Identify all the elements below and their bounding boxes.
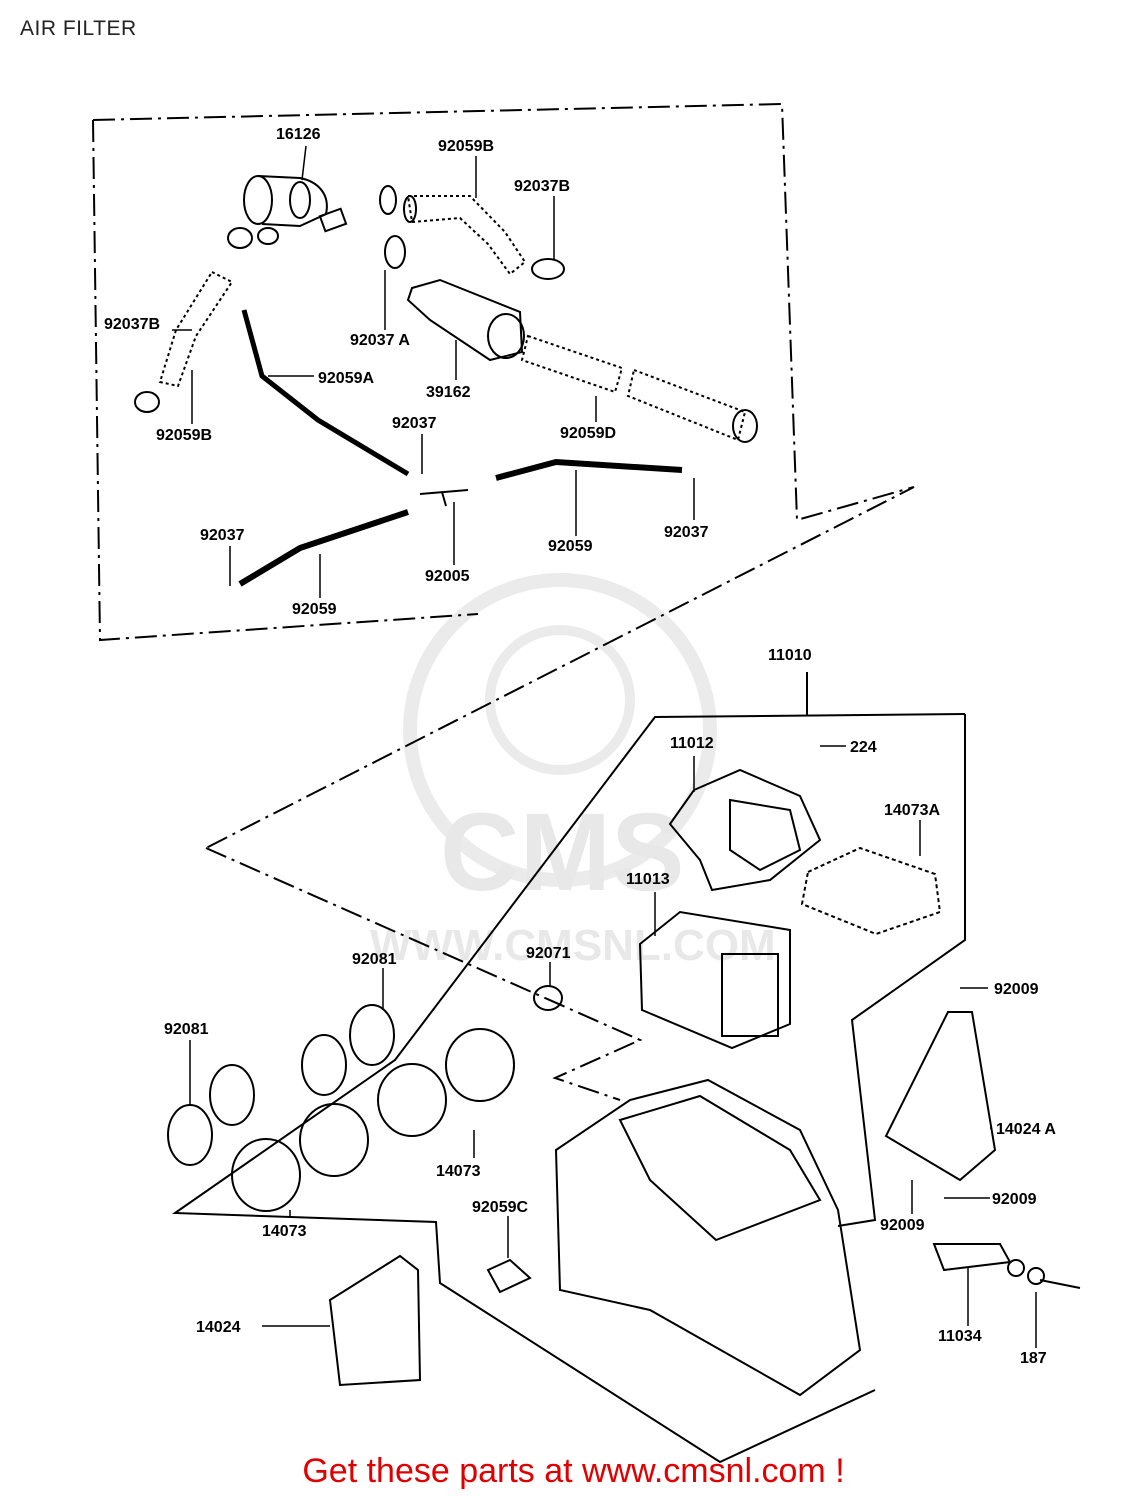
clamps (134, 185, 565, 413)
lower-group-frame (205, 847, 643, 1101)
ducts-14073 (231, 1028, 515, 1212)
label-92081-b: 92081 (164, 1021, 209, 1038)
label-92037B-top: 92037B (514, 178, 570, 195)
page-title: AIR FILTER (20, 17, 137, 40)
label-11013: 11013 (626, 871, 670, 888)
airbox-frame (837, 714, 966, 1227)
tube-92059-right (495, 458, 683, 481)
label-92081-a: 92081 (352, 951, 397, 968)
silencer-39162 (406, 278, 525, 362)
label-92037B-left: 92037B (104, 316, 160, 333)
label-92071: 92071 (526, 945, 571, 962)
label-16126: 16126 (276, 126, 321, 143)
label-92009-mid: 92009 (992, 1191, 1037, 1208)
filter-11013 (638, 910, 791, 1050)
upper-group-frame-left (92, 119, 479, 642)
label-92037-mid: 92037 (392, 415, 437, 432)
hose-92059B-top (403, 195, 527, 276)
label-92005: 92005 (425, 568, 470, 585)
cover-14024 (328, 1254, 422, 1387)
t-fitting-92005 (419, 489, 469, 507)
hose-92059D (520, 334, 758, 443)
o-rings-92081 (167, 1004, 395, 1166)
upper-group-frame (92, 102, 915, 849)
label-11012: 11012 (670, 735, 714, 752)
label-92059B-left: 92059B (156, 427, 212, 444)
airbox-11010 (554, 1078, 862, 1397)
element-14073A (800, 846, 942, 936)
label-92009-top: 92009 (994, 981, 1039, 998)
label-14073-right: 14073 (436, 1163, 481, 1180)
footer-link[interactable]: Get these parts at www.cmsnl.com ! (302, 1452, 845, 1490)
label-14024: 14024 (196, 1319, 241, 1336)
label-39162: 39162 (426, 384, 471, 401)
label-187: 187 (1020, 1350, 1047, 1367)
bolt-187 (1007, 1259, 1081, 1289)
label-224: 224 (850, 739, 877, 756)
label-14024A: 14024 A (996, 1121, 1056, 1138)
tube-92059-left (238, 509, 409, 587)
hose-92059B-left (158, 270, 234, 388)
label-14073A: 14073A (884, 802, 940, 819)
label-11034: 11034 (938, 1328, 982, 1345)
label-92037-left: 92037 (200, 527, 245, 544)
label-11010: 11010 (768, 647, 812, 664)
label-14073-left: 14073 (262, 1223, 307, 1240)
leader-lines (172, 145, 1037, 1348)
label-92059A: 92059A (318, 370, 374, 387)
watermark-logo: CMS WWW.CMSNL.COM (370, 573, 776, 970)
label-92059B-top: 92059B (438, 138, 494, 155)
label-92059C: 92059C (472, 1199, 528, 1216)
label-92009-low: 92009 (880, 1217, 925, 1234)
bracket-11034 (932, 1243, 1012, 1272)
bracket-14024A (884, 1011, 997, 1182)
cover-11012 (668, 768, 822, 892)
airbox-frame-top (171, 713, 966, 1464)
label-92059-left: 92059 (292, 601, 337, 618)
label-92037-right: 92037 (664, 524, 709, 541)
elbow-92059C (486, 1258, 532, 1294)
label-92059-right: 92059 (548, 538, 593, 555)
label-92037A: 92037 A (350, 332, 410, 349)
tube-92059A (241, 309, 410, 477)
grommet-92071 (533, 985, 563, 1011)
watermark-url-text: WWW.CMSNL.COM (370, 921, 776, 970)
label-92059D: 92059D (560, 425, 616, 442)
valve-16126 (243, 175, 348, 245)
watermark-logo-text: CMS (440, 791, 684, 914)
